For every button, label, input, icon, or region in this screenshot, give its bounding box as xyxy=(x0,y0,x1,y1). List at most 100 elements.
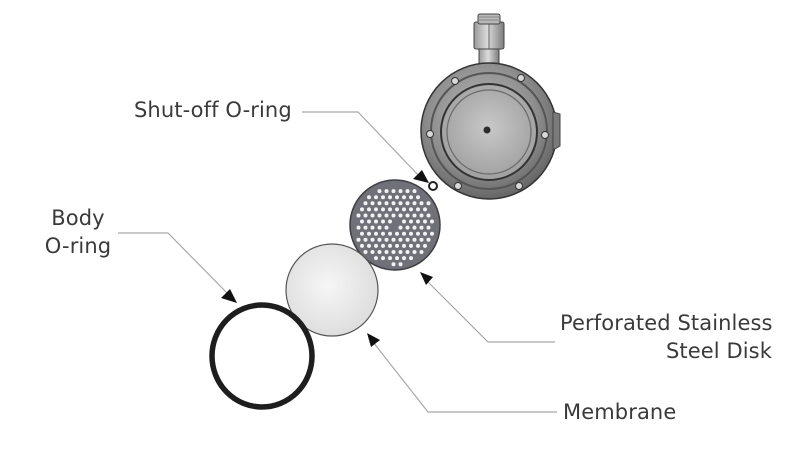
leader-line-perforated-disk xyxy=(425,279,555,343)
perforation-hole xyxy=(384,201,389,206)
perforation-hole xyxy=(370,201,375,206)
perforation-hole xyxy=(360,219,364,224)
perforation-hole xyxy=(384,237,389,242)
perforation-hole xyxy=(360,207,364,212)
perforation-hole xyxy=(419,213,424,218)
leader-line-shutoff-oring xyxy=(302,111,422,179)
perforation-hole xyxy=(419,225,424,230)
perforation-hole xyxy=(426,213,431,218)
perforation-hole xyxy=(402,243,406,248)
perforation-hole xyxy=(367,207,371,212)
perforation-hole xyxy=(409,195,413,200)
perforation-hole xyxy=(370,213,375,218)
housing-center-port xyxy=(483,126,491,134)
perforation-hole xyxy=(412,225,417,230)
perforation-hole xyxy=(374,207,378,212)
perforation-hole xyxy=(391,189,396,194)
perforation-hole xyxy=(391,201,396,206)
label-perforated-disk-line1: Perforated Stainless xyxy=(560,311,773,335)
perforation-hole xyxy=(384,250,389,254)
perforation-hole xyxy=(363,201,368,206)
perforation-hole xyxy=(388,195,392,200)
perforation-hole xyxy=(374,256,378,261)
perforation-hole xyxy=(356,213,361,218)
perforation-hole xyxy=(391,237,396,242)
perforation-hole xyxy=(367,231,371,236)
shutoff-oring-icon xyxy=(428,181,438,191)
perforation-hole xyxy=(416,207,420,212)
perforation-hole xyxy=(423,231,427,236)
perforation-hole xyxy=(416,231,420,236)
perforation-hole xyxy=(370,250,375,254)
leader-lines xyxy=(118,111,557,413)
perforation-hole xyxy=(398,225,403,230)
perforation-hole xyxy=(388,207,392,212)
perforation-hole xyxy=(423,243,427,248)
perforation-hole xyxy=(388,243,392,248)
perforation-hole xyxy=(398,213,403,218)
perforation-hole xyxy=(356,225,361,230)
perforation-hole xyxy=(426,237,431,242)
perforation-hole xyxy=(356,237,361,242)
perforation-hole xyxy=(423,207,427,212)
perforation-hole xyxy=(430,219,434,224)
membrane-disc-icon xyxy=(285,243,379,337)
perforation-hole xyxy=(377,225,382,230)
perforation-hole xyxy=(381,219,385,224)
perforation-hole xyxy=(388,219,392,224)
perforation-hole xyxy=(374,195,378,200)
perforation-hole xyxy=(391,250,396,254)
perforation-hole xyxy=(381,256,385,261)
perforation-hole xyxy=(370,237,375,242)
perforation-hole xyxy=(374,231,378,236)
perforation-hole xyxy=(405,201,410,206)
perforation-hole xyxy=(391,262,396,267)
perforation-hole xyxy=(412,250,417,254)
perforation-hole xyxy=(381,207,385,212)
perforation-hole xyxy=(384,225,389,230)
perforation-hole xyxy=(405,237,410,242)
perforation-hole xyxy=(402,195,406,200)
perforation-hole xyxy=(416,219,420,224)
perforation-hole xyxy=(384,213,389,218)
label-body-oring-line2: O-ring xyxy=(44,234,112,258)
perforation-hole xyxy=(398,237,403,242)
perforation-hole xyxy=(430,231,434,236)
perforation-hole xyxy=(377,213,382,218)
perforation-hole xyxy=(423,219,427,224)
perforation-hole xyxy=(409,256,413,261)
perforation-hole xyxy=(398,189,403,194)
perforation-hole xyxy=(370,225,375,230)
perforation-hole xyxy=(381,195,385,200)
perforation-hole xyxy=(402,231,406,236)
perforation-hole xyxy=(405,225,410,230)
label-perforated-disk-line2: Steel Disk xyxy=(665,339,772,363)
arrowhead-body-oring xyxy=(221,289,237,303)
perforation-hole xyxy=(381,243,385,248)
arrowhead-shutoff-oring xyxy=(413,170,429,183)
perforation-hole xyxy=(402,207,406,212)
perforation-hole xyxy=(419,250,424,254)
body-oring-icon xyxy=(209,302,315,410)
perforation-hole xyxy=(395,231,399,236)
perforation-hole xyxy=(398,250,403,254)
housing-bolts xyxy=(426,74,549,190)
perforation-hole xyxy=(412,237,417,242)
perforation-hole xyxy=(388,231,392,236)
label-membrane-text: Membrane xyxy=(563,400,677,424)
label-shutoff-oring-text: Shut-off O-ring xyxy=(134,98,292,122)
arrowhead-perforated-disk xyxy=(420,272,433,285)
perforation-hole xyxy=(405,250,410,254)
perforation-hole xyxy=(360,231,364,236)
perforation-hole xyxy=(363,225,368,230)
perforation-hole xyxy=(377,201,382,206)
label-body-oring-line1: Body xyxy=(51,206,105,230)
perforation-hole xyxy=(388,256,392,261)
perforation-hole xyxy=(363,237,368,242)
perforation-hole xyxy=(395,256,399,261)
housing-side-tab xyxy=(552,111,561,151)
perforation-hole xyxy=(384,189,389,194)
perforation-hole xyxy=(391,213,396,218)
